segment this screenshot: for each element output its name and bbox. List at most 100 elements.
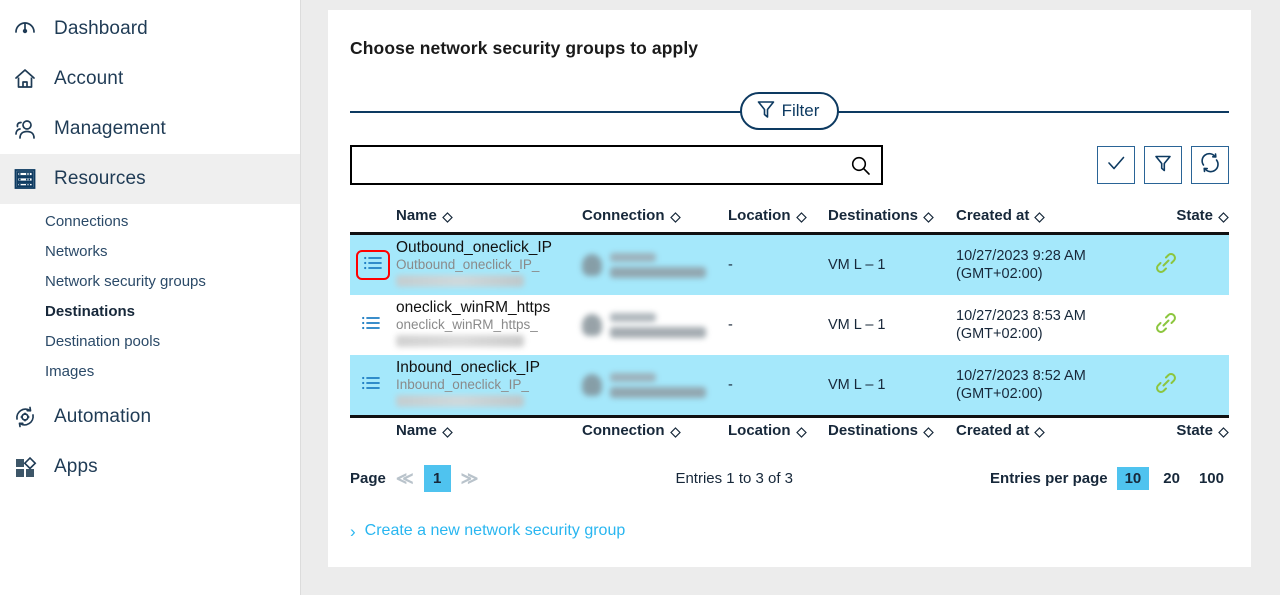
table-header-row: Name Connection Location Destinations Cr… [350,203,1229,235]
page-number-1[interactable]: 1 [423,465,451,492]
link-icon[interactable] [1153,250,1179,280]
sidebar-item-management[interactable]: Management [0,104,300,154]
filter-label: Filter [781,101,820,120]
column-header-connection[interactable]: Connection [582,203,728,235]
per-page-option-100[interactable]: 100 [1198,470,1224,487]
filter-button[interactable] [1144,146,1182,184]
row-actions-cell [350,355,396,417]
column-label: Location [728,422,791,439]
table-header: Name Connection Location Destinations Cr… [350,203,1229,235]
cell-connection [582,295,728,355]
last-page-button[interactable]: ≫ [460,468,479,488]
link-icon[interactable] [1153,370,1179,400]
row-menu-button[interactable] [356,250,390,280]
redacted-connection-avatar [582,254,602,276]
pagination-bar: Page ≪ 1 ≫ Entries 1 to 3 of 3 Entries p… [350,465,1229,492]
sort-diamond-icon[interactable] [442,425,453,438]
column-label: State [1176,422,1213,439]
sort-diamond-icon[interactable] [1034,425,1046,438]
sidebar-item-label: Resources [54,168,146,189]
cell-destinations: VM L – 1 [828,377,886,393]
refresh-button[interactable] [1191,146,1229,184]
footer-column-state[interactable]: State [1141,415,1229,447]
page-title: Choose network security groups to apply [350,38,699,58]
footer-column-name[interactable]: Name [396,415,582,447]
column-header-state[interactable]: State [1141,203,1229,235]
sidebar-subitem-images[interactable]: Images [45,362,95,380]
table-row[interactable]: oneclick_winRM_https oneclick_winRM_http… [350,295,1229,355]
first-page-button[interactable]: ≪ [395,468,414,488]
sidebar-item-label: Automation [54,406,152,427]
sort-diamond-icon[interactable] [923,210,934,223]
sidebar-subitem-networks[interactable]: Networks [45,242,108,260]
sort-diamond-icon[interactable] [442,210,453,223]
entries-summary: Entries 1 to 3 of 3 [675,470,794,487]
table-row[interactable]: Inbound_oneclick_IP Inbound_oneclick_IP_ [350,355,1229,417]
automation-refresh-icon [10,402,40,432]
create-new-nsg-label: Create a new network security group [364,522,626,539]
list-icon [361,376,381,395]
confirm-button[interactable] [1097,146,1135,184]
row-name: Inbound_oneclick_IP [396,359,540,376]
column-header-location[interactable]: Location [728,203,828,235]
footer-column-destinations[interactable]: Destinations [828,415,956,447]
sidebar-item-label: Apps [54,456,98,477]
row-name-sub: oneclick_winRM_https_ [396,316,538,332]
th-spacer [350,203,396,235]
table-footer-row: Name Connection Location Destinations Cr… [350,415,1229,447]
created-date: 10/27/2023 8:52 AM [956,367,1086,384]
per-page-option-10[interactable]: 10 [1116,467,1150,490]
sidebar-subitem-destinations[interactable]: Destinations [45,302,136,320]
column-header-name[interactable]: Name [396,203,582,235]
sidebar-item-label: Account [54,68,124,89]
sort-diamond-icon[interactable] [1034,210,1046,223]
sidebar-subitem-network-security-groups[interactable]: Network security groups [45,272,206,290]
cell-location: - [728,257,733,273]
sort-diamond-icon[interactable] [795,210,807,223]
row-menu-button[interactable] [356,312,386,338]
search-input[interactable] [362,156,849,174]
sidebar-item-apps[interactable]: Apps [0,442,300,492]
row-menu-button[interactable] [356,372,386,398]
footer-column-location[interactable]: Location [728,415,828,447]
sidebar-item-dashboard[interactable]: Dashboard [0,4,300,54]
created-timezone: (GMT+02:00) [956,266,1043,282]
row-name-sub: Inbound_oneclick_IP_ [396,376,529,392]
sort-diamond-icon[interactable] [669,210,681,223]
sort-diamond-icon[interactable] [669,425,681,438]
filter-toggle-button[interactable]: Filter [739,92,840,130]
page-label: Page [350,470,386,487]
column-label: Created at [956,422,1030,439]
sidebar-item-account[interactable]: Account [0,54,300,104]
cell-connection [582,355,728,417]
footer-column-connection[interactable]: Connection [582,415,728,447]
sort-diamond-icon[interactable] [795,425,807,438]
sidebar-subitem-destination-pools[interactable]: Destination pools [45,332,161,350]
cell-name: Outbound_oneclick_IP Outbound_oneclick_I… [396,234,582,296]
nsg-table: Name Connection Location Destinations Cr… [350,203,1229,447]
search-box[interactable] [350,145,883,185]
per-page-option-20[interactable]: 20 [1163,470,1180,487]
cell-name: Inbound_oneclick_IP Inbound_oneclick_IP_ [396,355,582,417]
redacted-connection-text [610,372,706,398]
search-icon[interactable] [849,155,871,176]
footer-column-created-at[interactable]: Created at [956,415,1141,447]
list-icon [361,316,381,335]
sort-diamond-icon[interactable] [1218,210,1229,223]
created-date: 10/27/2023 9:28 AM [956,247,1086,264]
column-header-destinations[interactable]: Destinations [828,203,956,235]
home-icon [10,64,40,94]
column-header-created-at[interactable]: Created at [956,203,1141,235]
create-new-nsg-link[interactable]: › Create a new network security group [350,522,1229,540]
row-name: Outbound_oneclick_IP [396,239,552,256]
sidebar-item-resources[interactable]: Resources [0,154,300,204]
link-icon[interactable] [1153,310,1179,340]
created-timezone: (GMT+02:00) [956,326,1043,342]
sort-diamond-icon[interactable] [923,425,934,438]
gauge-icon [10,14,40,44]
table-row[interactable]: Outbound_oneclick_IP Outbound_oneclick_I… [350,233,1229,296]
sidebar-item-automation[interactable]: Automation [0,392,300,442]
cell-created-at: 10/27/2023 8:52 AM (GMT+02:00) [956,355,1141,417]
sort-diamond-icon[interactable] [1218,425,1229,438]
sidebar-subitem-connections[interactable]: Connections [45,212,129,230]
